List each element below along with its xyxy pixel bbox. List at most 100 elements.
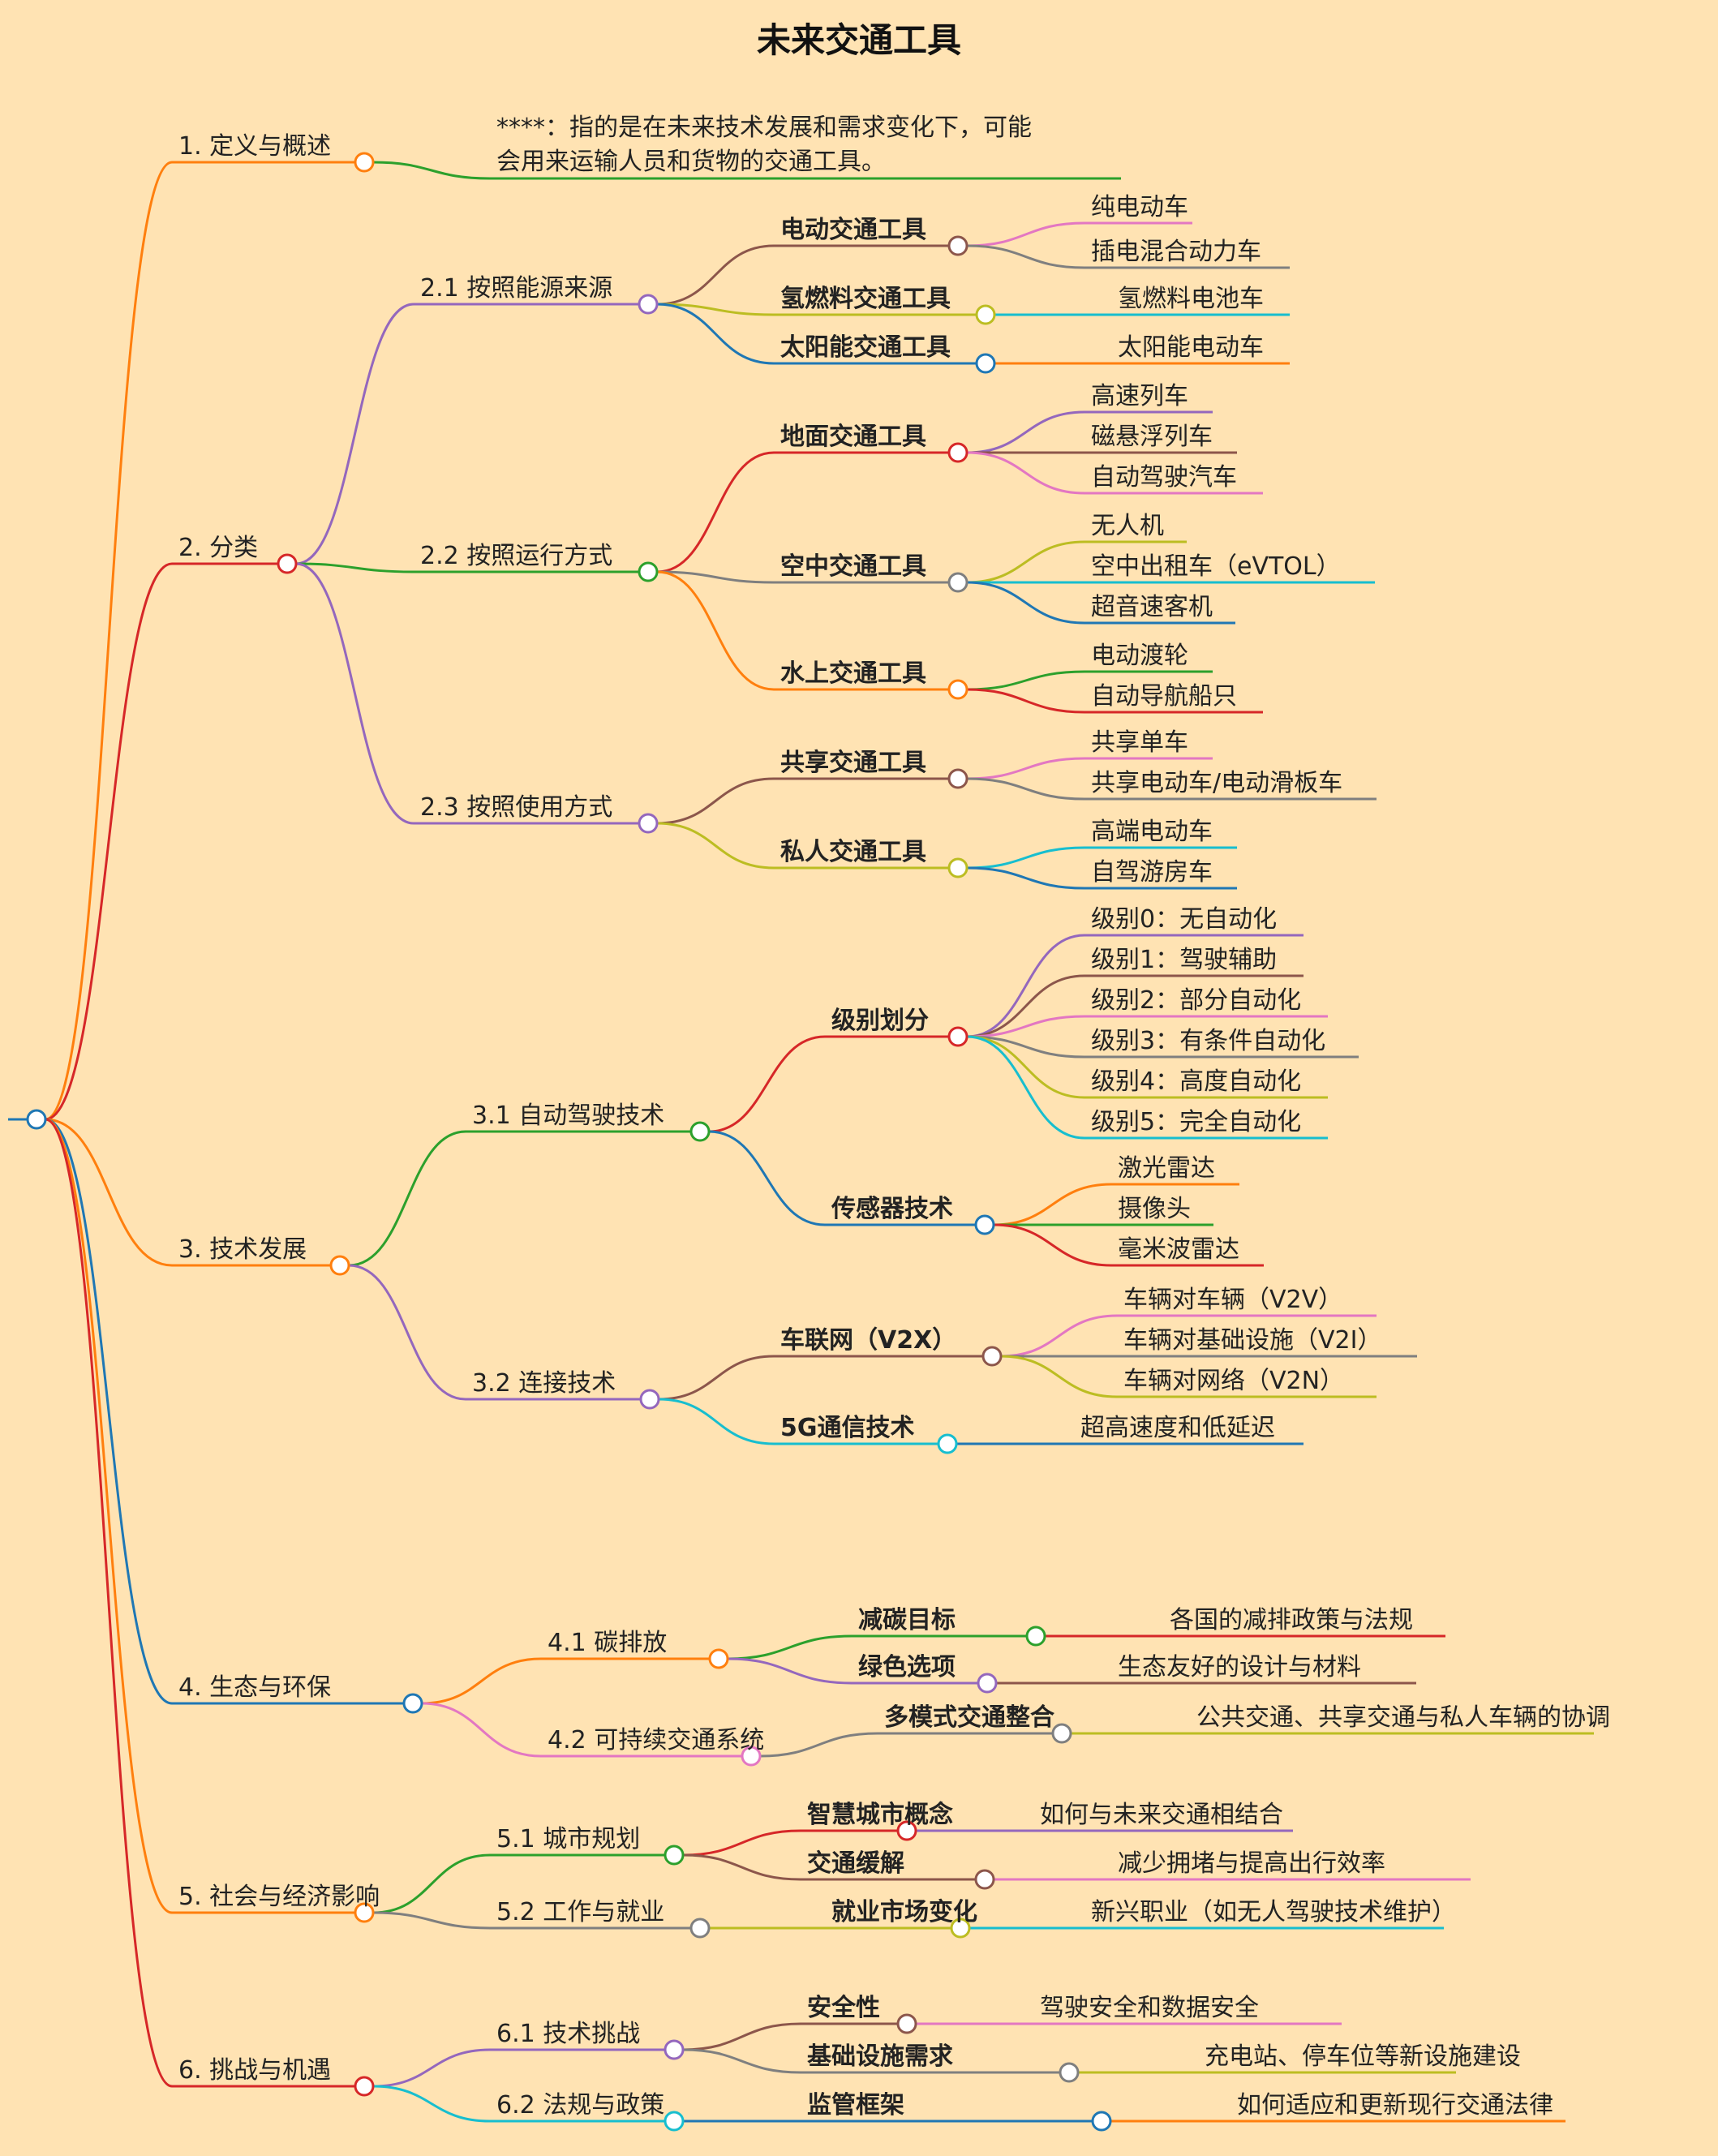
collapse-toggle[interactable] bbox=[947, 768, 969, 789]
collapse-toggle[interactable] bbox=[26, 1109, 47, 1130]
node-label[interactable]: 超高速度和低延迟 bbox=[1080, 1413, 1275, 1442]
collapse-toggle[interactable] bbox=[1051, 1723, 1072, 1744]
collapse-toggle[interactable] bbox=[974, 1869, 995, 1890]
node-label[interactable]: 4. 生态与环保 bbox=[178, 1673, 332, 1702]
node-label[interactable]: 4.1 碳排放 bbox=[548, 1628, 668, 1657]
node-label[interactable]: 充电站、停车位等新设施建设 bbox=[1205, 2042, 1521, 2071]
collapse-toggle[interactable] bbox=[664, 2039, 685, 2060]
node-label[interactable]: 如何适应和更新现行交通法律 bbox=[1237, 2090, 1553, 2119]
node-label[interactable]: 3.2 连接技术 bbox=[472, 1368, 616, 1398]
node-label[interactable]: 4.2 可持续交通系统 bbox=[548, 1725, 765, 1754]
collapse-toggle[interactable] bbox=[896, 1820, 917, 1841]
collapse-toggle[interactable] bbox=[741, 1746, 762, 1767]
node-label[interactable]: 电动交通工具 bbox=[780, 215, 926, 244]
node-label[interactable]: 激光雷达 bbox=[1118, 1153, 1215, 1183]
node-label[interactable]: 毫米波雷达 bbox=[1118, 1235, 1239, 1264]
node-label[interactable]: 超音速客机 bbox=[1091, 592, 1213, 621]
collapse-toggle[interactable] bbox=[1059, 2062, 1080, 2083]
node-label[interactable]: 级别1：驾驶辅助 bbox=[1091, 945, 1278, 974]
node-label[interactable]: 车辆对网络（V2N） bbox=[1123, 1366, 1345, 1395]
node-label[interactable]: 私人交通工具 bbox=[780, 837, 926, 866]
node-label[interactable]: 5.1 城市规划 bbox=[496, 1824, 641, 1853]
node-label[interactable]: 级别0：无自动化 bbox=[1091, 904, 1278, 934]
node-label[interactable]: 5. 社会与经济影响 bbox=[178, 1882, 380, 1911]
node-label[interactable]: 共享交通工具 bbox=[780, 748, 926, 777]
node-label[interactable]: 就业市场变化 bbox=[831, 1897, 977, 1926]
collapse-toggle[interactable] bbox=[977, 1673, 998, 1694]
node-label[interactable]: 空中交通工具 bbox=[780, 552, 926, 581]
collapse-toggle[interactable] bbox=[896, 2013, 917, 2034]
collapse-toggle[interactable] bbox=[329, 1255, 350, 1276]
node-label[interactable]: 6.2 法规与政策 bbox=[496, 2090, 665, 2119]
collapse-toggle[interactable] bbox=[947, 679, 969, 700]
collapse-toggle[interactable] bbox=[947, 857, 969, 878]
node-label[interactable]: 2.3 按照使用方式 bbox=[420, 792, 613, 822]
node-label[interactable]: 6. 挑战与机遇 bbox=[178, 2055, 332, 2085]
collapse-toggle[interactable] bbox=[689, 1121, 711, 1142]
node-label[interactable]: 1. 定义与概述 bbox=[178, 131, 332, 161]
node-label[interactable]: 太阳能电动车 bbox=[1118, 333, 1264, 362]
collapse-toggle[interactable] bbox=[708, 1648, 729, 1669]
node-label[interactable]: 共享单车 bbox=[1091, 728, 1188, 757]
node-label[interactable]: 减少拥堵与提高出行效率 bbox=[1118, 1849, 1385, 1878]
node-label[interactable]: 2.2 按照运行方式 bbox=[420, 541, 613, 570]
collapse-toggle[interactable] bbox=[1025, 1626, 1046, 1647]
collapse-toggle[interactable] bbox=[947, 235, 969, 256]
collapse-toggle[interactable] bbox=[950, 1918, 971, 1939]
collapse-toggle[interactable] bbox=[975, 353, 996, 374]
node-label[interactable]: 新兴职业（如无人驾驶技术维护） bbox=[1091, 1897, 1456, 1926]
collapse-toggle[interactable] bbox=[354, 2076, 375, 2097]
collapse-toggle[interactable] bbox=[277, 553, 298, 574]
node-label[interactable]: 无人机 bbox=[1091, 511, 1164, 540]
node-label[interactable]: 级别划分 bbox=[831, 1006, 929, 1035]
node-label[interactable]: 氢燃料电池车 bbox=[1118, 284, 1264, 313]
node-label[interactable]: 高速列车 bbox=[1091, 381, 1188, 410]
collapse-toggle[interactable] bbox=[354, 1902, 375, 1923]
collapse-toggle[interactable] bbox=[689, 1918, 711, 1939]
collapse-toggle[interactable] bbox=[947, 442, 969, 463]
node-label[interactable]: 智慧城市概念 bbox=[807, 1800, 953, 1829]
node-label[interactable]: 车辆对车辆（V2V） bbox=[1123, 1285, 1343, 1314]
node-label[interactable]: 级别3：有条件自动化 bbox=[1091, 1026, 1326, 1055]
node-label[interactable]: 各国的减排政策与法规 bbox=[1170, 1605, 1413, 1634]
collapse-toggle[interactable] bbox=[1091, 2111, 1112, 2132]
node-label[interactable]: 监管框架 bbox=[807, 2090, 904, 2119]
collapse-toggle[interactable] bbox=[638, 561, 659, 582]
node-label[interactable]: 交通缓解 bbox=[807, 1849, 904, 1878]
node-label[interactable]: 安全性 bbox=[807, 1993, 880, 2022]
node-label[interactable]: 自动导航船只 bbox=[1091, 681, 1237, 711]
node-label[interactable]: 共享电动车/电动滑板车 bbox=[1091, 768, 1343, 797]
node-label[interactable]: 车辆对基础设施（V2I） bbox=[1123, 1325, 1382, 1355]
node-label[interactable]: 水上交通工具 bbox=[780, 659, 926, 688]
node-label[interactable]: 基础设施需求 bbox=[807, 2042, 953, 2071]
collapse-toggle[interactable] bbox=[664, 2111, 685, 2132]
node-label[interactable]: 级别5：完全自动化 bbox=[1091, 1107, 1302, 1136]
node-label[interactable]: 2.1 按照能源来源 bbox=[420, 273, 613, 303]
collapse-toggle[interactable] bbox=[639, 1389, 660, 1410]
node-label[interactable]: 纯电动车 bbox=[1091, 192, 1188, 221]
node-label[interactable]: 级别2：部分自动化 bbox=[1091, 986, 1302, 1015]
node-label[interactable]: 2. 分类 bbox=[178, 533, 259, 562]
collapse-toggle[interactable] bbox=[947, 572, 969, 593]
collapse-toggle[interactable] bbox=[937, 1433, 958, 1454]
node-label[interactable]: 自动驾驶汽车 bbox=[1091, 462, 1237, 492]
node-label[interactable]: 传感器技术 bbox=[831, 1194, 953, 1223]
collapse-toggle[interactable] bbox=[947, 1026, 969, 1047]
node-label[interactable]: 5.2 工作与就业 bbox=[496, 1897, 665, 1926]
node-label[interactable]: 驾驶安全和数据安全 bbox=[1040, 1993, 1259, 2022]
collapse-toggle[interactable] bbox=[638, 294, 659, 315]
collapse-toggle[interactable] bbox=[974, 1214, 995, 1235]
collapse-toggle[interactable] bbox=[402, 1693, 423, 1714]
node-label[interactable]: 如何与未来交通相结合 bbox=[1040, 1800, 1283, 1829]
node-label[interactable]: 车联网（V2X） bbox=[780, 1325, 957, 1355]
node-label[interactable]: 地面交通工具 bbox=[780, 422, 926, 451]
node-label[interactable]: 摄像头 bbox=[1118, 1194, 1191, 1223]
collapse-toggle[interactable] bbox=[664, 1845, 685, 1866]
node-label[interactable]: 5G通信技术 bbox=[780, 1413, 915, 1442]
collapse-toggle[interactable] bbox=[981, 1346, 1003, 1367]
node-label[interactable]: 3. 技术发展 bbox=[178, 1235, 307, 1264]
node-label[interactable]: 6.1 技术挑战 bbox=[496, 2019, 641, 2048]
node-label[interactable]: 磁悬浮列车 bbox=[1091, 422, 1213, 451]
node-label[interactable]: 绿色选项 bbox=[858, 1652, 956, 1681]
node-label[interactable]: 生态友好的设计与材料 bbox=[1118, 1652, 1361, 1681]
